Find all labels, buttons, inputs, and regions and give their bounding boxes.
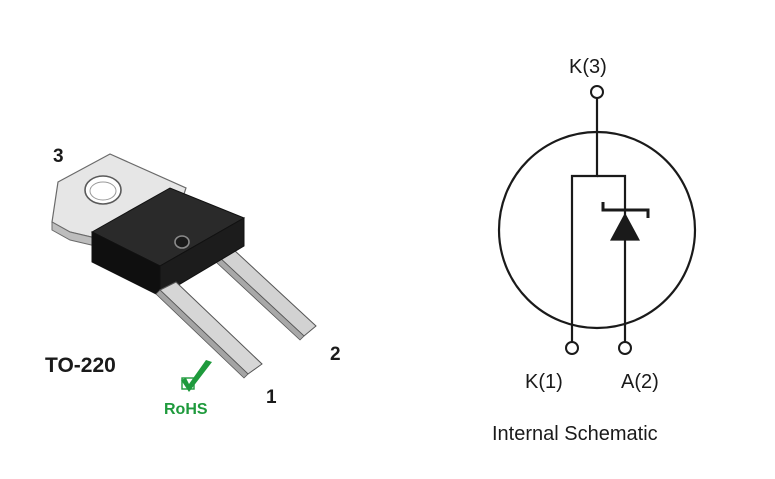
body-dimple	[174, 235, 190, 249]
diode-triangle	[609, 212, 641, 241]
pin-1-leg	[155, 281, 263, 379]
zener-diode-symbol	[601, 202, 650, 241]
pin-a2-label: A(2)	[621, 371, 659, 393]
anode-wire	[597, 174, 627, 342]
pin-3-label: 3	[53, 146, 64, 167]
pin-2-label: 2	[330, 344, 341, 365]
terminal-a2	[618, 341, 632, 355]
schematic-caption: Internal Schematic	[492, 423, 658, 445]
check-icon	[181, 360, 212, 392]
pin-1-label: 1	[266, 387, 277, 408]
package-name: TO-220	[45, 354, 116, 377]
zener-bar	[601, 202, 650, 218]
pin-2-leg	[215, 249, 317, 341]
rohs-badge: RoHS	[164, 360, 212, 418]
to220-package: 3 2 1 TO-220 RoHS	[45, 146, 341, 418]
terminal-k3	[590, 85, 604, 99]
pin-k3-label: K(3)	[569, 56, 607, 78]
rohs-label: RoHS	[164, 401, 208, 418]
terminal-k1	[565, 341, 579, 355]
cathode-wire	[570, 98, 599, 342]
pin-k1-label: K(1)	[525, 371, 563, 393]
package-body	[90, 187, 246, 297]
internal-schematic: K(3) K(1) A(2) Internal Schematic	[492, 56, 697, 445]
